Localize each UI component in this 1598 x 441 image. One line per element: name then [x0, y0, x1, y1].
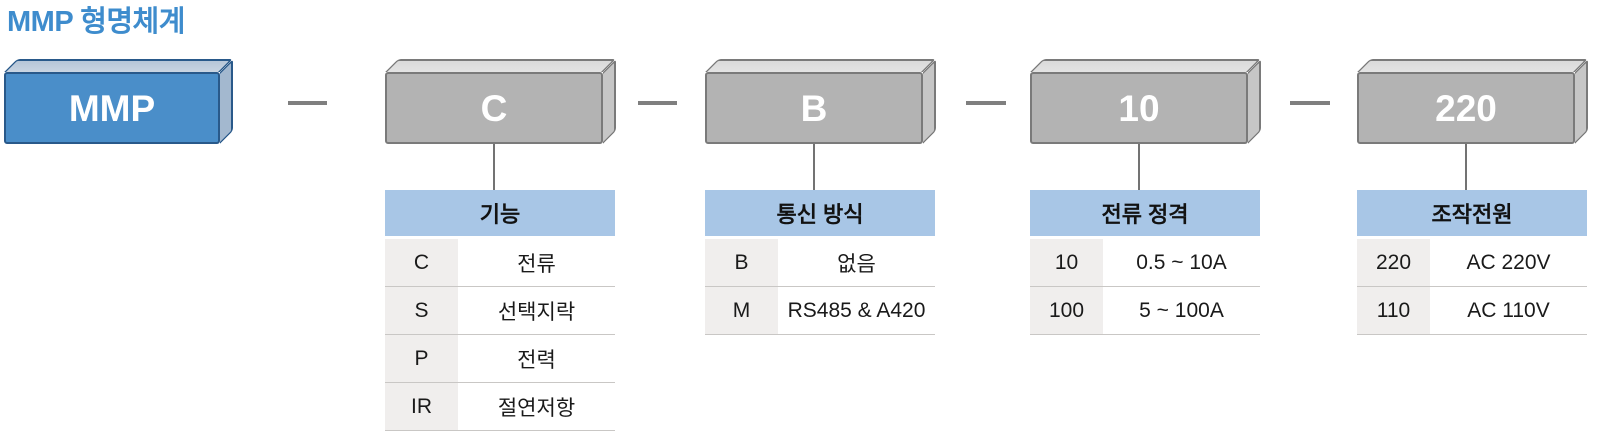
- table-row: C 전류: [385, 239, 615, 287]
- code-cell: 100: [1030, 287, 1103, 334]
- label-cell: 절연저항: [497, 396, 576, 420]
- connector-line: [813, 144, 815, 190]
- code-cell: P: [385, 335, 458, 382]
- table-row: 10 0.5 ~ 10A: [1030, 239, 1260, 287]
- box-code-label: 220: [1435, 87, 1497, 129]
- code-cell: 110: [1357, 287, 1430, 334]
- control-power-table: 조작전원 220 AC 220V 110 AC 110V: [1357, 190, 1587, 335]
- table-header: 전류 정격: [1030, 190, 1260, 236]
- code-box-mmp: MMP: [4, 59, 237, 145]
- dash-separator: [288, 101, 327, 105]
- table-row: 110 AC 110V: [1357, 287, 1587, 335]
- dash-separator: [638, 101, 677, 105]
- dash-separator: [966, 101, 1006, 105]
- table-header: 조작전원: [1357, 190, 1587, 236]
- box-front-face: MMP: [4, 72, 220, 144]
- box-top-face: [4, 59, 233, 72]
- code-cell: B: [705, 239, 778, 286]
- code-cell: C: [385, 239, 458, 286]
- box-front-face: C: [385, 72, 603, 144]
- box-right-face: [603, 59, 616, 144]
- dash-separator: [1290, 101, 1330, 105]
- code-cell: M: [705, 287, 778, 334]
- box-top-face: [385, 59, 616, 72]
- box-front-face: 220: [1357, 72, 1575, 144]
- table-row: IR 절연저항: [385, 383, 615, 431]
- label-cell: RS485 & A420: [787, 298, 926, 322]
- current-rating-table: 전류 정격 10 0.5 ~ 10A 100 5 ~ 100A: [1030, 190, 1260, 335]
- label-cell: 5 ~ 100A: [1139, 298, 1224, 322]
- page-title: MMP 형명체계: [7, 6, 185, 38]
- code-box-10: 10: [1030, 59, 1263, 145]
- box-right-face: [1248, 59, 1261, 144]
- label-cell: 전류: [517, 252, 556, 276]
- box-front-face: 10: [1030, 72, 1248, 144]
- function-table: 기능 C 전류 S 선택지락 P 전력 IR 절연저항: [385, 190, 615, 431]
- table-row: S 선택지락: [385, 287, 615, 335]
- code-cell: IR: [385, 383, 458, 430]
- connector-line: [493, 144, 495, 190]
- connector-line: [1138, 144, 1140, 190]
- box-right-face: [1575, 59, 1588, 144]
- box-code-label: MMP: [68, 87, 156, 129]
- code-cell: 220: [1357, 239, 1430, 286]
- box-front-face: B: [705, 72, 923, 144]
- box-code-label: C: [480, 87, 508, 129]
- box-code-label: B: [800, 87, 828, 129]
- code-box-220: 220: [1357, 59, 1590, 145]
- table-row: 100 5 ~ 100A: [1030, 287, 1260, 335]
- table-row: 220 AC 220V: [1357, 239, 1587, 287]
- label-cell: 전력: [517, 348, 556, 372]
- code-box-b: B: [705, 59, 938, 145]
- label-cell: AC 220V: [1466, 250, 1551, 274]
- box-top-face: [1030, 59, 1261, 72]
- label-cell: AC 110V: [1467, 298, 1550, 322]
- table-row: B 없음: [705, 239, 935, 287]
- table-row: M RS485 & A420: [705, 287, 935, 335]
- box-top-face: [1357, 59, 1588, 72]
- table-header: 통신 방식: [705, 190, 935, 236]
- box-right-face: [220, 59, 233, 144]
- code-cell: 10: [1030, 239, 1103, 286]
- table-row: P 전력: [385, 335, 615, 383]
- connector-line: [1465, 144, 1467, 190]
- box-code-label: 10: [1118, 87, 1160, 129]
- code-cell: S: [385, 287, 458, 334]
- label-cell: 없음: [837, 252, 876, 276]
- box-right-face: [923, 59, 936, 144]
- code-box-c: C: [385, 59, 618, 145]
- label-cell: 선택지락: [497, 300, 576, 324]
- communication-table: 통신 방식 B 없음 M RS485 & A420: [705, 190, 935, 335]
- table-header: 기능: [385, 190, 615, 236]
- label-cell: 0.5 ~ 10A: [1136, 250, 1227, 274]
- box-top-face: [705, 59, 936, 72]
